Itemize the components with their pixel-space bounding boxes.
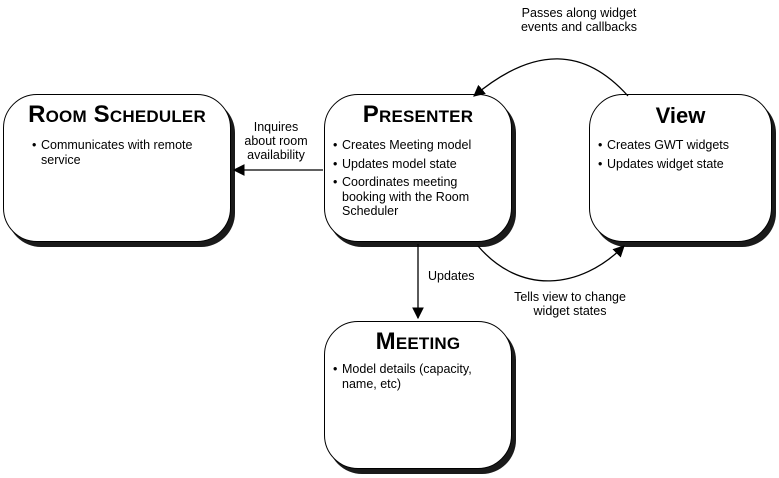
meeting-box: Meeting Model details (capacity, name, e… (324, 321, 512, 469)
label-passes-along: Passes along widget events and callbacks (520, 6, 638, 34)
presenter-bullet: Updates model state (333, 157, 503, 172)
view-bullet: Creates GWT widgets (598, 138, 763, 153)
label-inquires: Inquires about room availability (244, 120, 308, 162)
label-updates: Updates (428, 269, 475, 283)
arrow-view-to-presenter (473, 58, 629, 97)
meeting-bullets: Model details (capacity, name, etc) (333, 362, 493, 395)
presenter-bullet: Coordinates meeting booking with the Roo… (333, 175, 482, 219)
view-title: View (655, 103, 706, 128)
arrow-presenter-to-view (477, 245, 625, 282)
room-scheduler-title: Room Scheduler (28, 101, 206, 128)
view-box: View Creates GWT widgets Updates widget … (589, 94, 772, 242)
presenter-bullets: Creates Meeting model Updates model stat… (333, 138, 503, 223)
meeting-bullet: Model details (capacity, name, etc) (333, 362, 493, 391)
label-tells-view: Tells view to change widget states (514, 290, 626, 318)
view-bullet: Updates widget state (598, 157, 763, 172)
presenter-bullet: Creates Meeting model (333, 138, 503, 153)
meeting-title: Meeting (375, 328, 461, 355)
view-bullets: Creates GWT widgets Updates widget state (598, 138, 763, 175)
room-scheduler-bullet: Communicates with remote service (32, 138, 202, 167)
presenter-title: Presenter (362, 101, 474, 128)
room-scheduler-box: Room Scheduler Communicates with remote … (3, 94, 231, 242)
room-scheduler-bullets: Communicates with remote service (32, 138, 202, 171)
presenter-box: Presenter Creates Meeting model Updates … (324, 94, 512, 242)
